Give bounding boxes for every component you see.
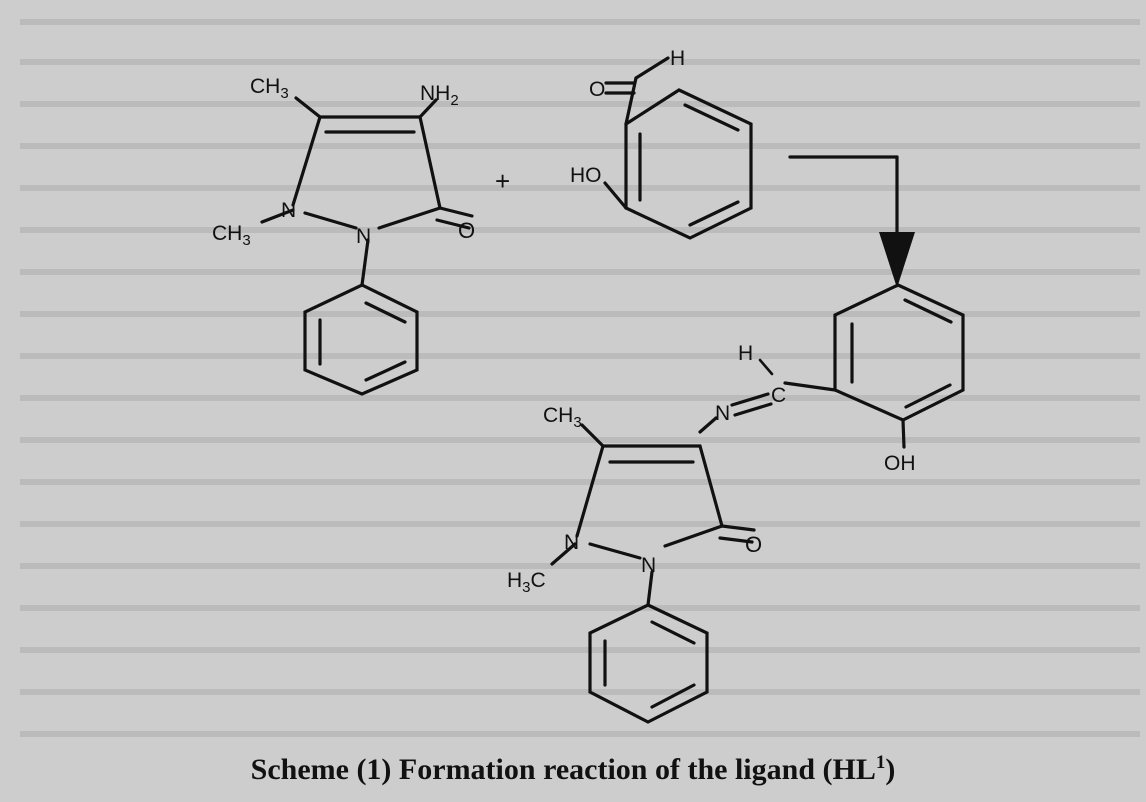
product-ligand: H C N OH CH3 N N H3C O [507,283,965,724]
caption-superscript: 1 [875,752,886,773]
p-methyl-n-label: H3C [507,569,546,596]
r2-aldehyde-h-label: H [670,47,685,70]
r1-oxygen-label: O [458,218,475,243]
r1-methyl-n-label: CH3 [212,222,251,249]
r2-hydroxyl-label: HO [570,164,602,187]
scheme-caption: Scheme (1) Formation reaction of the lig… [0,752,1146,787]
r1-n2-label: N [356,225,371,248]
reactant-salicylaldehyde: O H HO [570,47,753,240]
p-n2-label: N [641,554,656,577]
p-imine-h-label: H [738,342,753,365]
p-hydroxyl-label: OH [884,452,916,475]
p-n1-label: N [564,531,579,554]
r1-methyl-label: CH3 [250,75,289,102]
p-methyl-label: CH3 [543,404,582,431]
r1-amino-label: NH2 [420,82,459,109]
p-imine-c-label: C [771,384,786,407]
p-oxygen-label: O [745,532,762,557]
p-imine-n-label: N [715,402,730,425]
reactant-aminoantipyrine: CH3 NH2 N N CH3 O [212,75,475,396]
reaction-arrow [788,155,915,288]
r1-n1-label: N [281,199,296,222]
background-text-lines [20,19,1140,737]
plus-sign: + [495,166,510,196]
caption-text: Scheme (1) Formation reaction of the lig… [250,753,876,786]
caption-close: ) [885,753,896,786]
r2-aldehyde-o-label: O [589,78,605,101]
